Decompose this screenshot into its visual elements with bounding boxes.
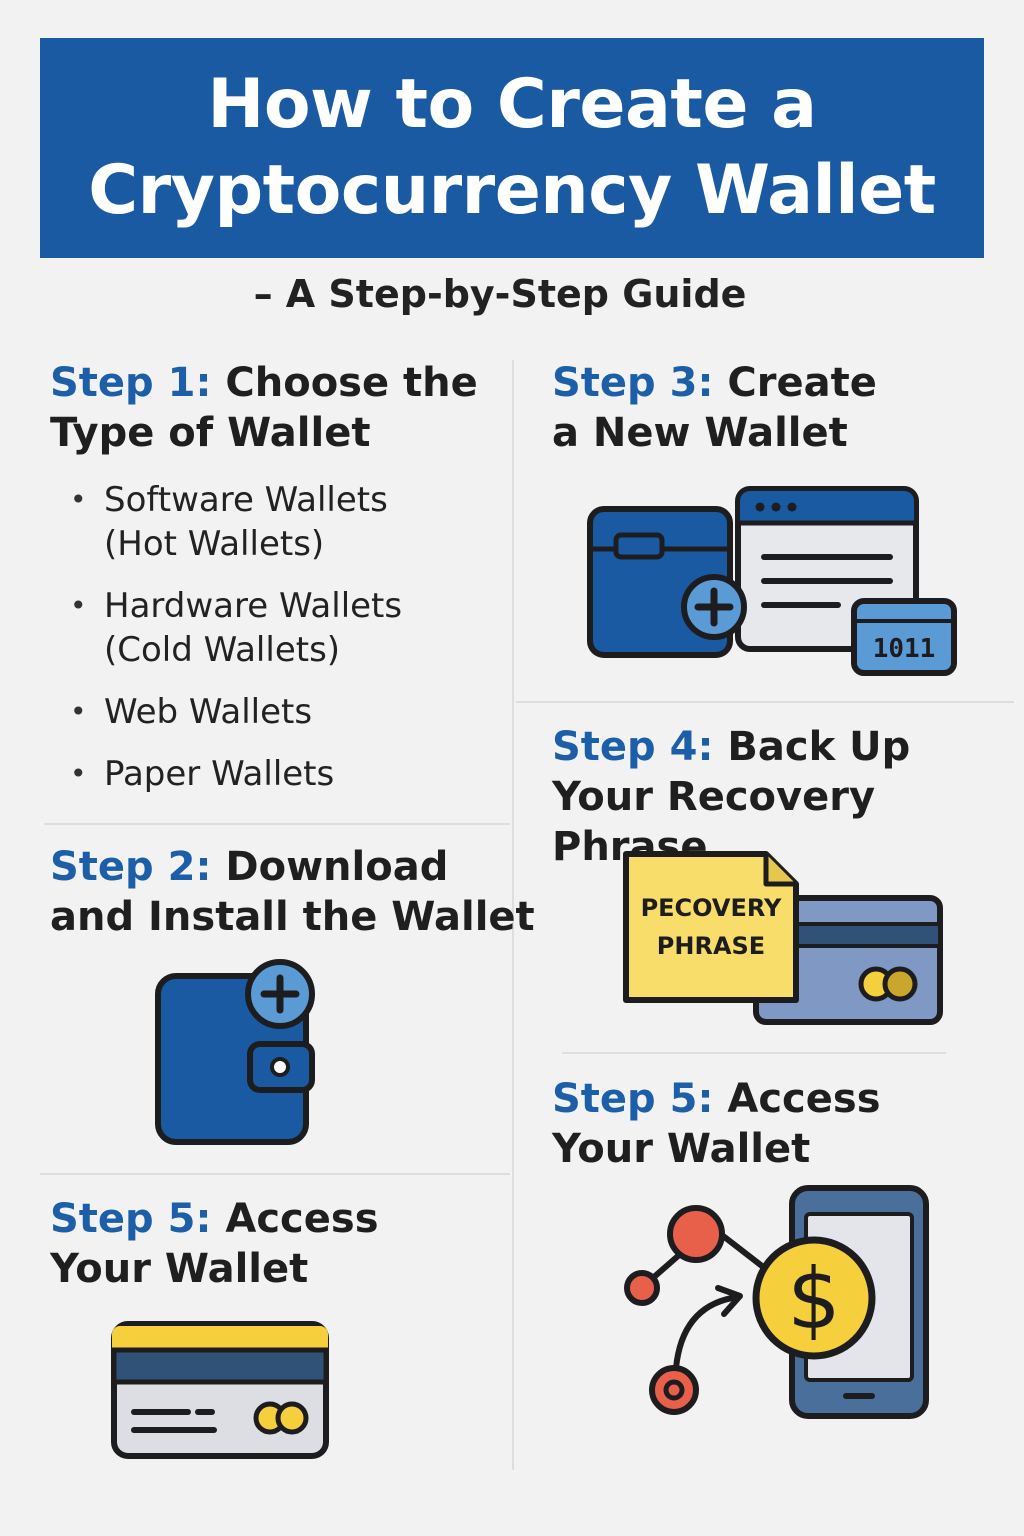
step-5-right-title: Step 5: Access Your Wallet bbox=[552, 1074, 881, 1174]
step-5-left-number: Step 5: bbox=[50, 1196, 212, 1242]
divider-left-1 bbox=[44, 823, 510, 825]
list-item: Web Wallets bbox=[70, 690, 402, 734]
step-5-right-title-line-2: Your Wallet bbox=[552, 1126, 811, 1172]
phone-dollar-network-icon: $ bbox=[624, 1185, 929, 1419]
step-2-number: Step 2: bbox=[50, 844, 212, 890]
subtitle: – A Step-by-Step Guide bbox=[253, 272, 747, 316]
credit-card-icon bbox=[111, 1321, 329, 1459]
list-item: Paper Wallets bbox=[70, 752, 402, 796]
step-3-title-line-2: a New Wallet bbox=[552, 410, 848, 456]
list-item: Software Wallets (Hot Wallets) bbox=[70, 478, 402, 566]
step-3-title-line-1: Create bbox=[727, 360, 877, 406]
step-1-title-line-2: Type of Wallet bbox=[50, 410, 371, 456]
page-title: How to Create a Cryptocurrency Wallet bbox=[88, 62, 936, 234]
wallet-type-label: Paper Wallets bbox=[104, 754, 335, 794]
wallet-plus-icon bbox=[155, 959, 315, 1145]
dollar-symbol: $ bbox=[787, 1250, 840, 1348]
title-line-1: How to Create a bbox=[207, 65, 817, 144]
recovery-note-line-2: PHRASE bbox=[657, 932, 765, 960]
step-5-right-number: Step 5: bbox=[552, 1076, 714, 1122]
list-item: Hardware Wallets (Cold Wallets) bbox=[70, 584, 402, 672]
divider-right-2 bbox=[562, 1052, 946, 1054]
wallet-type-label: Web Wallets bbox=[104, 692, 313, 732]
divider-left-2 bbox=[40, 1173, 510, 1175]
step-3-number: Step 3: bbox=[552, 360, 714, 406]
step-2-title-line-2: and Install the Wallet bbox=[50, 894, 535, 940]
step-4-title: Step 4: Back Up Your Recovery Phrase bbox=[552, 722, 1024, 872]
step-1-title: Step 1: Choose the Type of Wallet bbox=[50, 358, 478, 458]
recovery-note-line-1: PECOVERY bbox=[641, 894, 782, 922]
step-1-number: Step 1: bbox=[50, 360, 212, 406]
title-banner: How to Create a Cryptocurrency Wallet bbox=[40, 38, 984, 258]
step-5-left-title-line-2: Your Wallet bbox=[50, 1246, 309, 1292]
step-3-title: Step 3: Create a New Wallet bbox=[552, 358, 877, 458]
step-4-title-line-1: Back Up bbox=[727, 724, 911, 770]
column-divider bbox=[512, 360, 514, 1470]
step-5-left-title-line-1: Access bbox=[225, 1196, 379, 1242]
wallet-type-label: Software Wallets bbox=[104, 480, 388, 520]
wallet-type-sublabel: (Hot Wallets) bbox=[104, 524, 325, 564]
code-badge-text: 1011 bbox=[873, 634, 936, 664]
divider-right-1 bbox=[516, 701, 1014, 703]
step-4-number: Step 4: bbox=[552, 724, 714, 770]
recovery-phrase-card-icon: PECOVERY PHRASE bbox=[623, 851, 943, 1025]
step-5-right-title-line-1: Access bbox=[727, 1076, 881, 1122]
title-line-2: Cryptocurrency Wallet bbox=[88, 151, 936, 230]
folder-browser-code-icon: 1011 bbox=[587, 486, 957, 676]
wallet-type-sublabel: (Cold Wallets) bbox=[104, 630, 341, 670]
step-1-title-line-1: Choose the bbox=[225, 360, 478, 406]
step-2-title: Step 2: Download and Install the Wallet bbox=[50, 842, 535, 942]
wallet-type-label: Hardware Wallets bbox=[104, 586, 403, 626]
step-5-left-title: Step 5: Access Your Wallet bbox=[50, 1194, 379, 1294]
step-2-title-line-1: Download bbox=[225, 844, 449, 890]
wallet-types-list: Software Wallets (Hot Wallets) Hardware … bbox=[70, 478, 402, 796]
